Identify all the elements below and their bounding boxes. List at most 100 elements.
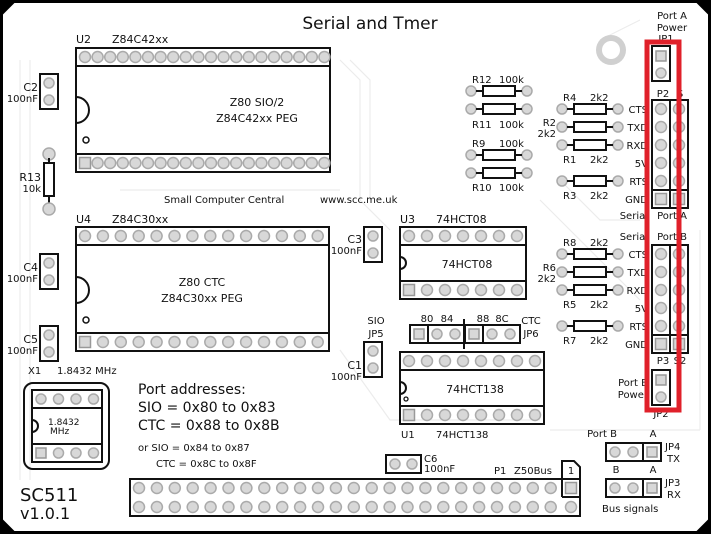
u2-pin xyxy=(305,50,319,64)
signal-label-5v: 5V xyxy=(635,304,648,315)
p1-pin xyxy=(204,500,217,514)
port-b-caption-1: Serial xyxy=(620,232,648,243)
r7-pad xyxy=(612,320,624,332)
u2-pin xyxy=(217,50,230,64)
r11-pad xyxy=(521,103,533,115)
jp1-outline[interactable] xyxy=(651,45,671,82)
u2-pin xyxy=(192,50,205,64)
p1-pin xyxy=(437,481,450,495)
jp2-pad xyxy=(655,391,667,403)
p1-pin xyxy=(311,500,325,514)
u2-pin xyxy=(292,156,306,170)
bus-signals-caption: Bus signals xyxy=(602,504,658,515)
u4-pin xyxy=(78,229,92,243)
trace xyxy=(339,59,391,231)
p2-ref: P2 xyxy=(657,89,669,100)
r6-body xyxy=(573,266,607,278)
p1-pin xyxy=(472,500,486,514)
c3-pad xyxy=(367,230,379,242)
p1-pin xyxy=(275,481,289,495)
p1-pin xyxy=(168,481,182,495)
u1-pin xyxy=(456,408,470,422)
jp2-outline[interactable] xyxy=(651,369,671,406)
header-pin xyxy=(654,283,668,297)
p1-pin xyxy=(454,481,468,495)
notes-alt-sio: or SIO = 0x84 to 0x87 xyxy=(138,443,250,454)
header-pin xyxy=(654,301,668,315)
r3-ref: R3 xyxy=(563,191,576,202)
r9-ref: R9 xyxy=(472,139,485,150)
jp4-outline[interactable] xyxy=(605,442,662,462)
u1-pin xyxy=(456,354,470,368)
r11-ref: R11 xyxy=(472,120,492,131)
r1-ref: R1 xyxy=(563,155,576,166)
u3-pin xyxy=(438,229,452,243)
u3-pins xyxy=(402,229,524,297)
r2-ref: R2 xyxy=(543,118,556,129)
credits-org: Small Computer Central xyxy=(164,195,284,206)
r4-body xyxy=(573,103,607,115)
u2-pin xyxy=(91,156,104,170)
u2-pin xyxy=(267,156,281,170)
header-pin xyxy=(654,319,668,333)
u4-pin xyxy=(311,335,324,349)
port-a-power-label-2: Power xyxy=(657,23,688,34)
u2-pin xyxy=(267,50,281,64)
x1-body-unit: MHz xyxy=(50,427,70,437)
p1-pin xyxy=(204,481,217,495)
u4-chip xyxy=(75,226,330,352)
u4-pin xyxy=(221,335,235,349)
p1-pin1-marker xyxy=(561,460,581,479)
u1-pin xyxy=(402,354,416,368)
p1-pin xyxy=(419,481,432,495)
p1-ref: P1 xyxy=(494,466,506,477)
r6-pad xyxy=(556,266,568,278)
u2-pin xyxy=(305,156,319,170)
jp3-func: RX xyxy=(667,490,681,501)
r11-body xyxy=(482,103,516,115)
p1-pin xyxy=(401,481,414,495)
u2-part: Z84C42xx xyxy=(112,33,169,46)
r9-pad xyxy=(521,149,533,161)
p1-pin xyxy=(293,500,307,514)
jp4-func: TX xyxy=(666,454,680,465)
c5-outline xyxy=(39,325,59,362)
u3-pin xyxy=(492,229,506,243)
u2-pin xyxy=(318,156,331,170)
p1-pin xyxy=(347,481,361,495)
u2-pin xyxy=(166,50,180,64)
c4-pad xyxy=(43,257,55,269)
c5-ref: C5 xyxy=(23,333,38,346)
r11-value: 100k xyxy=(499,120,524,131)
credits-url: www.scc.me.uk xyxy=(320,195,398,206)
u4-pin xyxy=(221,229,235,243)
u4-pin xyxy=(96,335,110,349)
c5-pad xyxy=(43,329,55,341)
trace xyxy=(349,59,371,200)
r5-body xyxy=(573,284,607,296)
u2-pin xyxy=(242,156,256,170)
c4-ref: C4 xyxy=(23,261,38,274)
trace xyxy=(339,349,540,421)
u4-label-2: Z84C30xx PEG xyxy=(161,292,243,305)
p1-name: Z50Bus xyxy=(514,466,552,477)
port-b-power-label-1: Port B xyxy=(618,378,648,389)
c6-pad xyxy=(406,458,418,470)
c3-pad xyxy=(367,247,379,259)
u3-part: 74HCT08 xyxy=(436,213,487,226)
r11-pad xyxy=(465,103,477,115)
r9-pad xyxy=(465,149,477,161)
r5-value: 2k2 xyxy=(590,300,609,311)
u4-pin xyxy=(132,229,145,243)
jp3-outline[interactable] xyxy=(605,478,662,498)
jp4-a-label: A xyxy=(650,429,657,440)
jp3-a-label: A xyxy=(650,465,657,476)
u1-pin xyxy=(474,354,488,368)
port-a-caption-2: Port A xyxy=(657,211,687,222)
p1-pin xyxy=(383,481,396,495)
u3-pin xyxy=(456,283,470,297)
c2-ref: C2 xyxy=(23,81,38,94)
signal-label-5v: 5V xyxy=(635,159,648,170)
